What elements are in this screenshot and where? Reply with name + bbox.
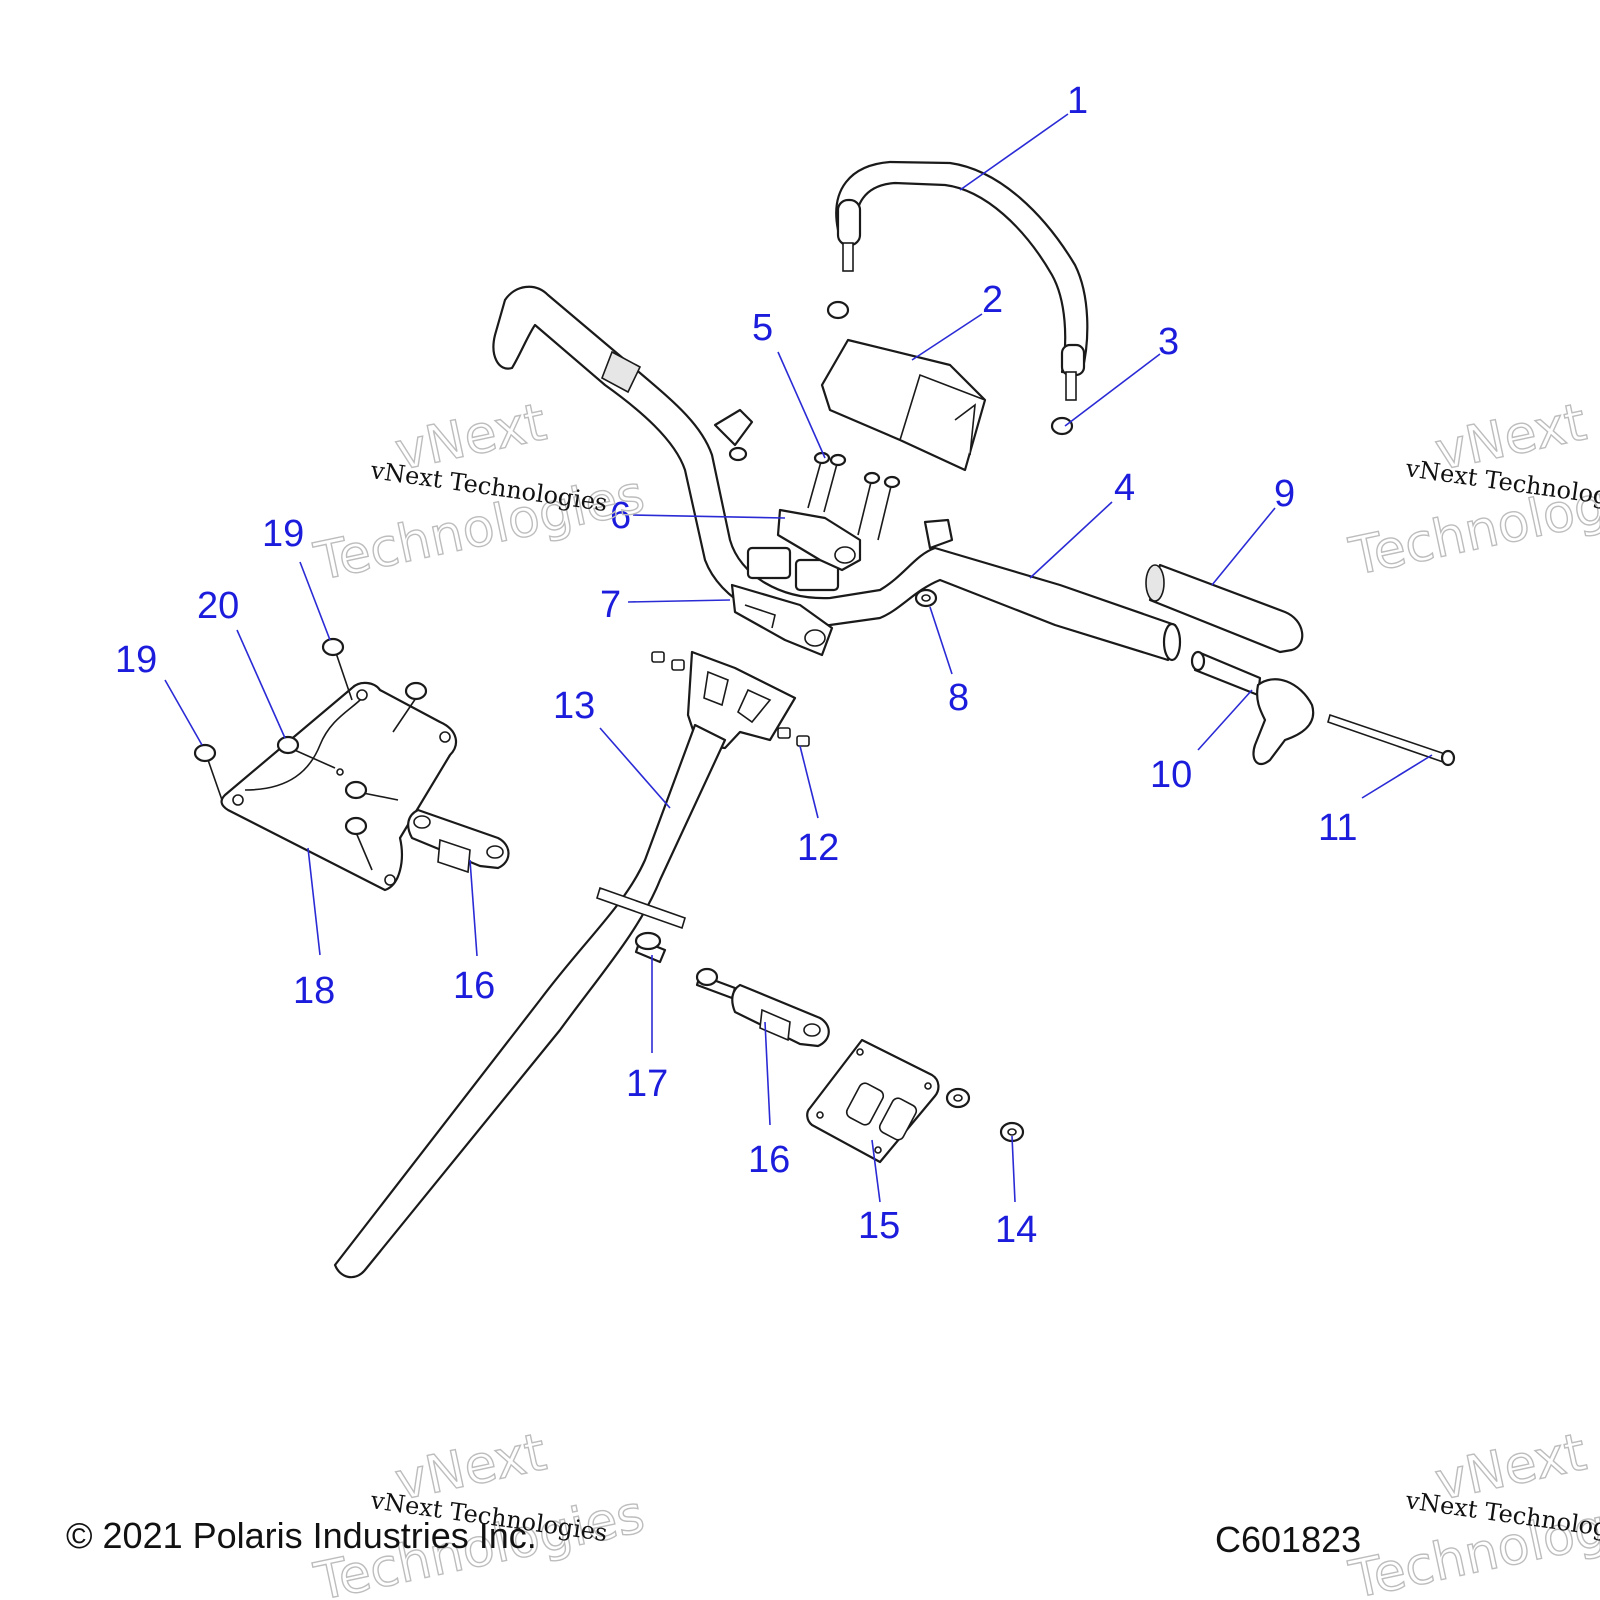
nut-near-plate	[945, 1087, 971, 1109]
callout-4: 4	[1114, 467, 1135, 509]
leader-6	[632, 514, 786, 519]
bushing-part-17	[634, 931, 667, 964]
leader-11	[1361, 754, 1433, 799]
leader-8	[929, 606, 953, 675]
leader-7	[627, 599, 731, 603]
callout-labels: 1 2 3 4 5 6 7 8 9 10 11 12 13 14 15 16 1…	[115, 80, 1357, 1251]
leader-16a	[469, 859, 478, 957]
leader-12	[799, 745, 819, 819]
leader-19b	[164, 679, 203, 746]
callout-9: 9	[1274, 473, 1295, 515]
bracket-plate-part	[220, 681, 458, 892]
diagram-code: C601823	[1215, 1519, 1361, 1560]
callout-19b: 19	[115, 639, 157, 681]
callout-16a: 16	[453, 965, 495, 1007]
nut-upper-left	[826, 300, 850, 320]
callout-11: 11	[1318, 807, 1357, 849]
watermark-upper-left: vNext Technologies vNext Technologies	[309, 392, 651, 594]
handlebar-cover-part	[820, 338, 987, 472]
leader-19a	[299, 561, 331, 641]
leader-4	[1029, 501, 1113, 579]
steering-column-part	[333, 650, 797, 1279]
leader-lines	[164, 113, 1433, 1203]
leader-14	[1011, 1135, 1016, 1203]
leader-20	[236, 629, 286, 739]
clamp-part-16-upper	[407, 808, 510, 874]
callout-7: 7	[600, 584, 621, 626]
bolt-part-20	[276, 735, 344, 776]
callout-13: 13	[553, 685, 595, 727]
leader-18	[307, 847, 321, 956]
callout-3: 3	[1158, 321, 1179, 363]
clamp-part-16-lower	[695, 967, 830, 1048]
leader-13	[599, 727, 671, 809]
leader-10	[1197, 689, 1253, 751]
bolts-part-5	[807, 451, 901, 541]
leader-5	[777, 351, 826, 459]
callout-12: 12	[797, 827, 839, 869]
pin-part	[1327, 713, 1456, 767]
callout-1: 1	[1067, 80, 1088, 122]
callout-10: 10	[1150, 754, 1192, 796]
leader-9	[1211, 507, 1276, 586]
leader-3	[1064, 353, 1161, 427]
grab-handle-part	[835, 160, 1089, 401]
callout-8: 8	[948, 677, 969, 719]
callout-20: 20	[197, 585, 239, 627]
watermark-lower-left: vNext Technologies vNext Technologies	[309, 1422, 651, 1600]
nut-part-3	[1050, 416, 1074, 436]
callout-16b: 16	[748, 1139, 790, 1181]
callout-19a: 19	[262, 513, 304, 555]
watermark-lower-right: vNext Technologies vNext Technologies	[1344, 1422, 1600, 1600]
grip-part	[1145, 563, 1304, 654]
lower-clamp-part	[730, 583, 834, 657]
plate-part-15	[806, 1038, 940, 1164]
leader-15	[871, 1139, 881, 1203]
handlebar-part	[492, 285, 1182, 662]
callout-14: 14	[995, 1209, 1037, 1251]
nut-part-8	[914, 588, 938, 608]
throttle-lever-part	[1190, 650, 1315, 766]
copyright-text: © 2021 Polaris Industries Inc.	[66, 1515, 537, 1556]
leader-1	[959, 113, 1069, 191]
leader-16b	[764, 1021, 771, 1126]
callout-15: 15	[858, 1205, 900, 1247]
bolts-part-19	[193, 637, 428, 871]
callout-18: 18	[293, 970, 335, 1012]
callout-17: 17	[626, 1063, 668, 1105]
upper-clamp-part	[776, 508, 862, 572]
watermark-upper-right: vNext Technologies vNext Technologies	[1344, 392, 1600, 589]
callout-6: 6	[610, 495, 631, 537]
callout-2: 2	[982, 279, 1003, 321]
nuts-part-12	[651, 651, 810, 747]
callout-5: 5	[752, 307, 773, 349]
leader-2	[911, 313, 983, 361]
